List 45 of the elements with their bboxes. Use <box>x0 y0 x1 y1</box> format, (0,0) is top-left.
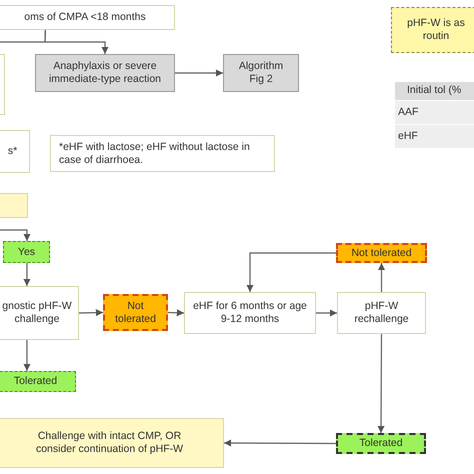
empty-box <box>0 193 28 218</box>
outcome-box <box>103 294 168 331</box>
process-box <box>35 54 175 92</box>
arrow <box>78 309 104 316</box>
box-text: Yes <box>18 246 36 258</box>
outcome-box <box>336 433 426 454</box>
arrow <box>23 263 31 286</box>
arrow <box>168 309 184 316</box>
table-header-text: Initial tol (% <box>407 85 462 97</box>
table-cell: eHF <box>395 125 474 148</box>
process-box <box>337 292 426 334</box>
process-box <box>0 5 175 30</box>
box-text: Challenge with intact CMP, OR consider continuation of pHF-W <box>34 430 184 456</box>
arrow <box>377 334 385 433</box>
box-text: *eHF with lactose; eHF without lactose in case of diarrhoea. <box>59 140 251 166</box>
box-text: gnostic pHF-W challenge <box>1 300 73 326</box>
box-text: oms of CMPA <18 months <box>24 11 146 24</box>
outcome-box <box>0 371 76 392</box>
arrow <box>378 263 386 292</box>
note-box <box>391 7 474 53</box>
arrow <box>23 340 31 371</box>
table-cell: AAF <box>395 101 474 124</box>
arrow <box>224 439 336 447</box>
box-text: pHF-W rechallenge <box>353 300 410 326</box>
process-box <box>184 292 316 334</box>
outcome-box <box>336 243 427 263</box>
box-text: Not tolerated <box>351 246 412 260</box>
arrow <box>175 69 223 77</box>
box-text: Tolerated <box>359 437 403 450</box>
arrow <box>316 309 337 317</box>
note-box <box>50 135 275 172</box>
process-box <box>0 418 224 468</box>
box-text: Tolerated <box>14 375 58 388</box>
arrow <box>246 252 336 292</box>
arrow <box>0 229 31 241</box>
process-box <box>0 286 79 340</box>
box-text: Algorithm Fig 2 <box>238 60 284 86</box>
box-text: s* <box>8 145 18 158</box>
process-box <box>0 130 30 173</box>
box-text: Not tolerated <box>114 300 157 326</box>
process-box <box>223 54 299 92</box>
box-text: Anaphylaxis or severe immediate-type reaction <box>48 60 162 86</box>
box-text: eHF for 6 months or age 9-12 months <box>192 300 308 326</box>
box-text: pHF-W is as routin <box>406 17 466 43</box>
outcome-box <box>3 241 50 263</box>
